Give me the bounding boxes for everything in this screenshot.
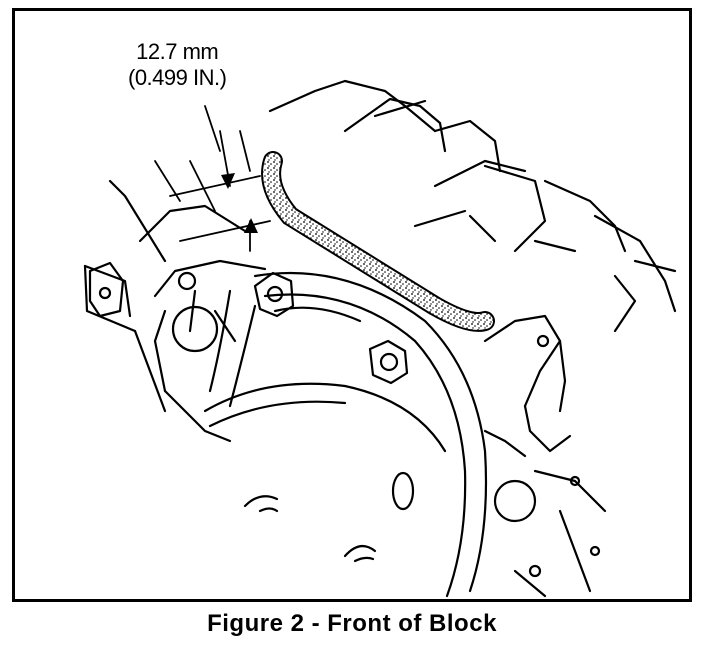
dimension-arrows bbox=[221, 173, 258, 233]
dimension-metric: 12.7 mm bbox=[136, 39, 219, 64]
seal-housing-plate bbox=[208, 271, 488, 598]
bolt-upper bbox=[253, 271, 295, 318]
left-mounting-tab bbox=[88, 261, 125, 318]
sealant-bead bbox=[261, 151, 495, 332]
engine-block-drawing bbox=[83, 79, 677, 598]
dimension-imperial: (0.499 IN.) bbox=[128, 65, 227, 90]
dimension-label: 12.7 mm (0.499 IN.) bbox=[128, 39, 227, 91]
left-small-hole bbox=[177, 271, 197, 291]
flywheel-face bbox=[203, 382, 447, 563]
block-right-side bbox=[483, 314, 607, 598]
block-left-side bbox=[83, 179, 267, 443]
bolt-lower bbox=[368, 339, 409, 385]
block-upper-outline bbox=[268, 79, 677, 333]
figure-caption: Figure 2 - Front of Block bbox=[207, 610, 497, 637]
left-bore bbox=[171, 305, 219, 353]
figure-frame: 12.7 mm (0.499 IN.) bbox=[12, 8, 692, 602]
